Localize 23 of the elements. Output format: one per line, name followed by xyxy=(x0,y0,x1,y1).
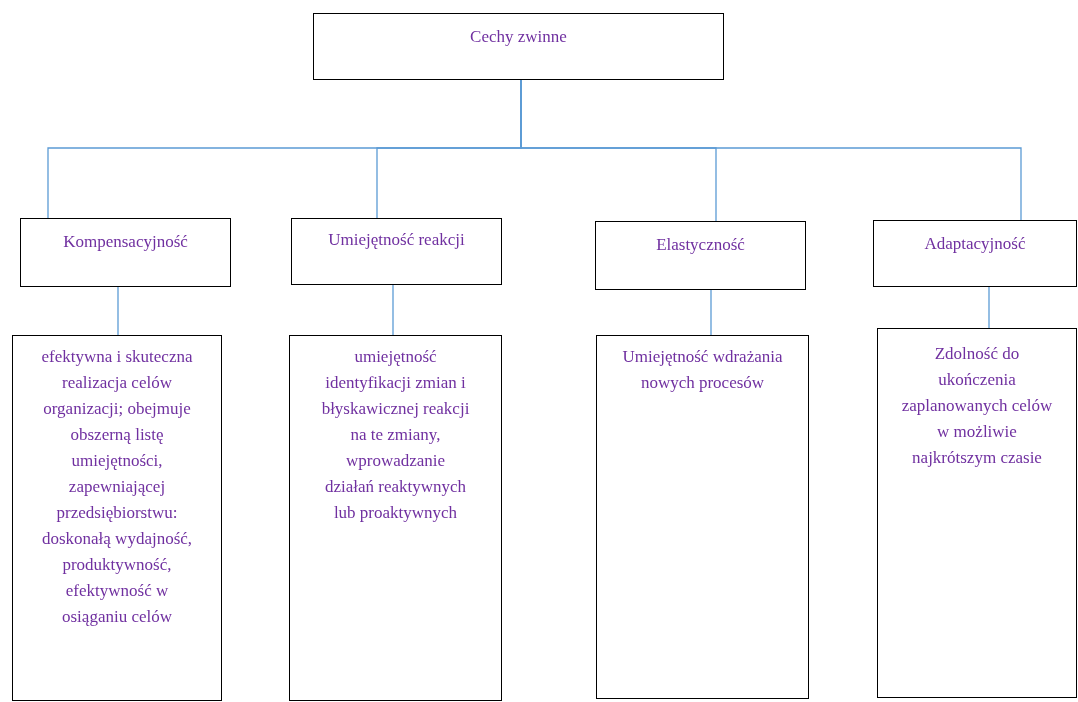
box-text: Elastyczność xyxy=(655,234,746,256)
process-box xyxy=(877,328,1077,698)
connector-line xyxy=(392,284,394,336)
connector-line xyxy=(117,286,119,336)
process-box xyxy=(596,335,809,699)
process-box xyxy=(20,218,231,287)
process-box xyxy=(595,221,806,290)
process-box xyxy=(291,218,502,285)
process-box xyxy=(12,335,222,701)
box-text: Umiejętność wdrażania nowych procesów xyxy=(621,346,784,394)
process-box xyxy=(289,335,502,701)
connector-line xyxy=(710,289,712,336)
box-text: Cechy zwinne xyxy=(469,26,568,48)
box-text: Zdolność do ukończenia zaplanowanych celów w możliwie najkrótszym czasie xyxy=(900,343,1054,469)
box-text: Umiejętność reakcji xyxy=(327,229,466,251)
connector-line xyxy=(988,286,990,329)
connector-line xyxy=(520,79,1022,221)
box-text: umiejętność identyfikacji zmian i błyskawicznej reakcji na te zmiany, wprowadzanie działań reaktywnych lub proaktywnych xyxy=(320,346,471,524)
root-box xyxy=(313,13,724,80)
box-text: efektywna i skuteczna realizacja celów organizacji; obejmuje obszerną listę umiejętności, zapewniającej przedsiębiorstwu: doskonałą wydajność, produktywność, efektywność w osiąganiu celów xyxy=(41,346,193,628)
box-text: Adaptacyjność xyxy=(923,233,1027,255)
process-box xyxy=(873,220,1077,287)
box-text: Kompensacyjność xyxy=(62,231,189,253)
